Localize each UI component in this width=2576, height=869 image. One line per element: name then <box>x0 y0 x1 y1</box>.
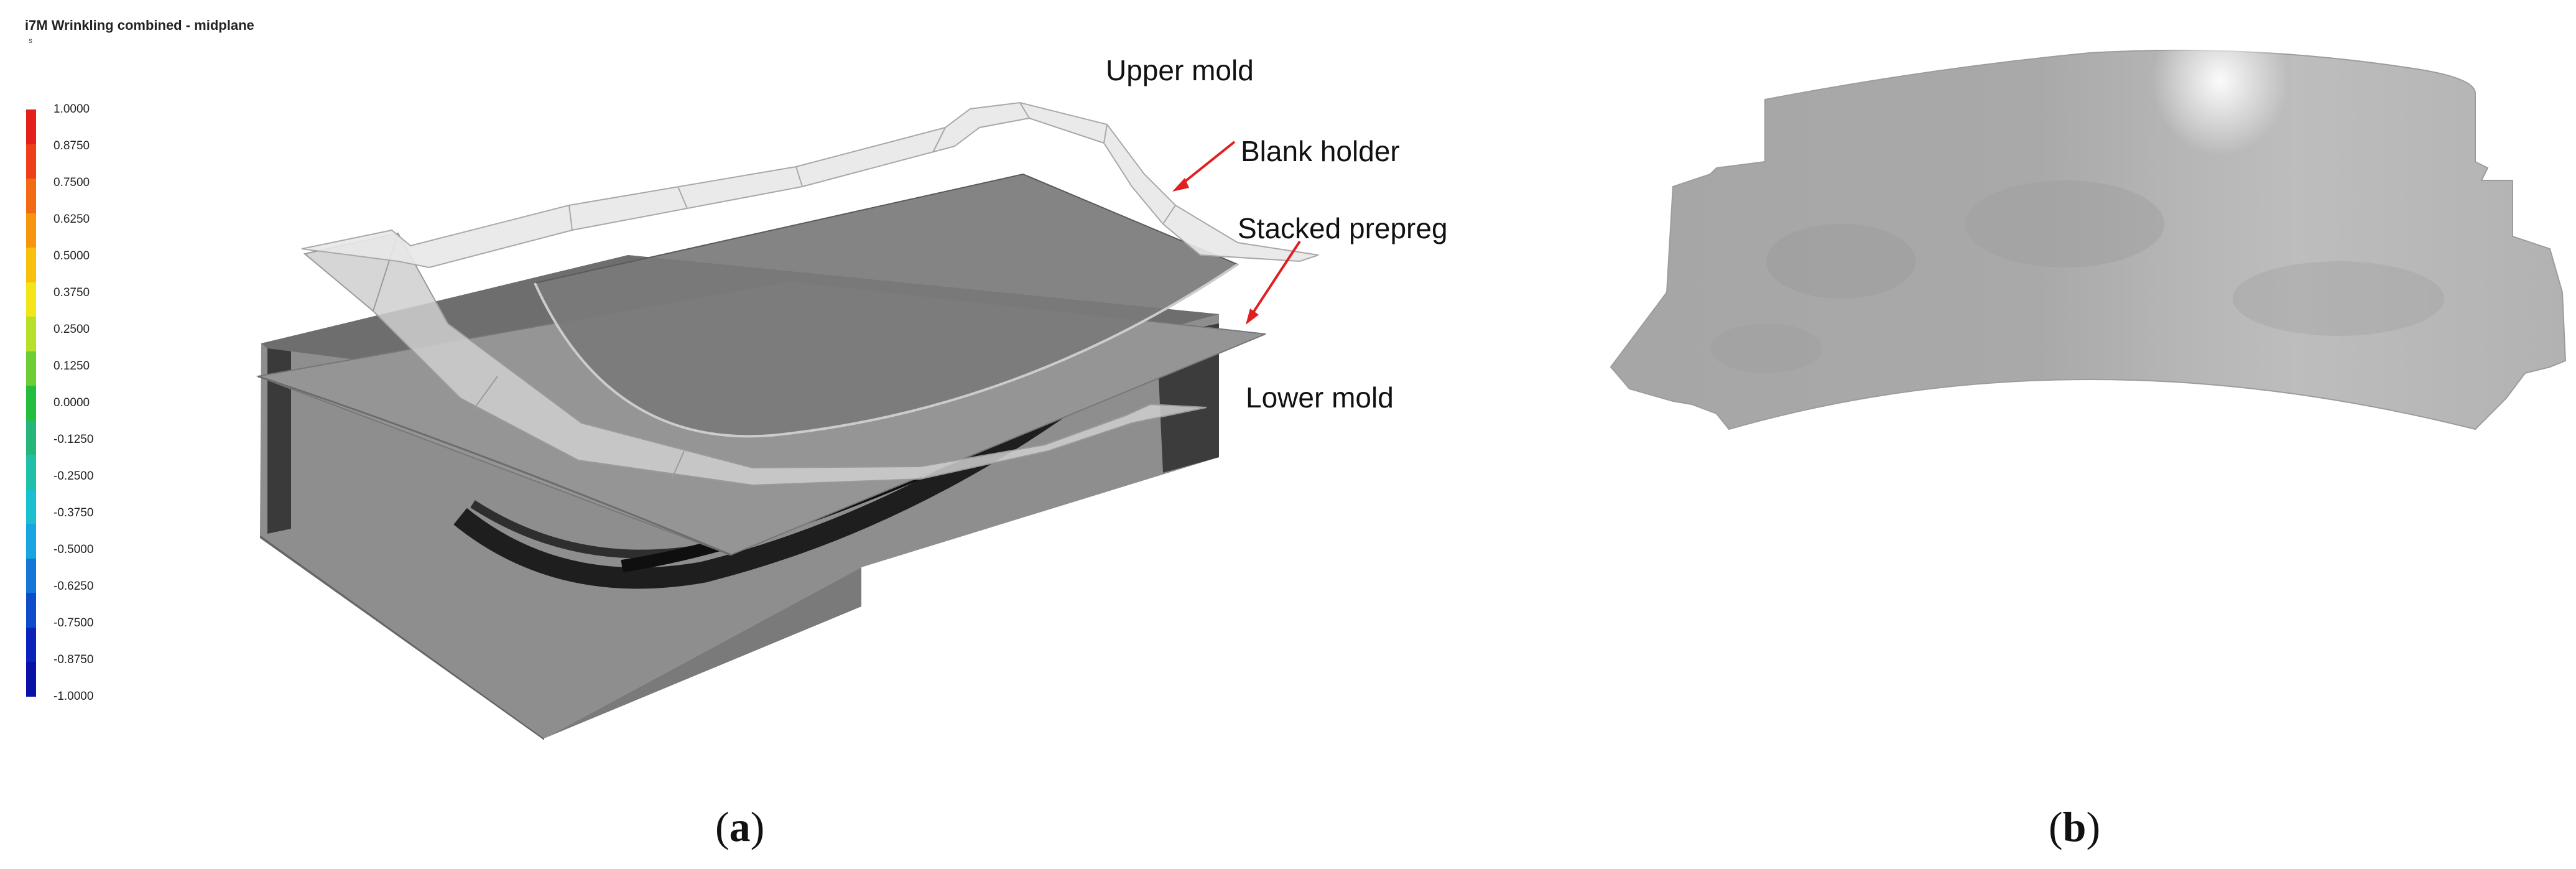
color-scale-tick-label: 0.2500 <box>53 323 90 336</box>
color-scale-segment <box>26 248 36 282</box>
color-scale-segment <box>26 420 36 455</box>
color-scale-tick-label: 0.7500 <box>53 176 90 189</box>
color-scale-tick-label: 0.6250 <box>53 213 90 226</box>
caption-b-open: ( <box>2049 803 2063 850</box>
label-stacked-prepreg: Stacked prepreg <box>1238 212 1448 244</box>
callout-arrows <box>1172 141 1301 325</box>
color-scale-segment <box>26 627 36 662</box>
legend-subtitle: s <box>29 36 32 45</box>
color-scale-tick-label: -0.7500 <box>53 616 94 630</box>
caption-a-close: ) <box>750 803 765 850</box>
label-upper-mold: Upper mold <box>1106 54 1254 86</box>
color-scale-tick-label: 0.8750 <box>53 139 90 152</box>
color-scale-segment <box>26 213 36 248</box>
formed-part-photo <box>1610 6 2567 430</box>
color-scale-segment <box>26 593 36 628</box>
color-scale-segment <box>26 351 36 386</box>
panel-a: i7M Wrinkling combined - midplane s 1.00… <box>25 17 1448 852</box>
color-scale-segment <box>26 524 36 559</box>
color-scale-segment <box>26 662 36 697</box>
color-scale-tick-label: -1.0000 <box>53 690 94 703</box>
caption-a: (a) <box>715 802 764 852</box>
color-scale-tick-label: -0.3750 <box>53 506 94 519</box>
caption-b-close: ) <box>2086 803 2101 850</box>
caption-b-letter: b <box>2062 803 2087 850</box>
color-scale-segment <box>26 144 36 179</box>
upper-mold <box>301 101 1319 438</box>
color-scale-segment <box>26 109 36 144</box>
color-scale-segment <box>26 386 36 421</box>
caption-a-open: ( <box>715 803 730 850</box>
label-lower-mold: Lower mold <box>1246 381 1394 414</box>
color-scale-tick-label: 1.0000 <box>53 103 90 116</box>
color-scale-tick-label: -0.6250 <box>53 580 94 593</box>
color-scale-tick-label: 0.3750 <box>53 286 90 299</box>
caption-a-letter: a <box>729 803 751 850</box>
color-scale-tick-label: -0.5000 <box>53 543 94 556</box>
color-scale-segment <box>26 455 36 490</box>
color-scale-tick-label: 0.1250 <box>53 360 90 373</box>
color-scale-tick-label: -0.8750 <box>53 653 94 666</box>
caption-b: (b) <box>2049 802 2100 852</box>
color-scale-segment <box>26 282 36 317</box>
color-scale-segment <box>26 558 36 593</box>
legend-title: i7M Wrinkling combined - midplane <box>25 17 254 33</box>
color-scale-tick-label: -0.1250 <box>53 433 94 446</box>
color-scale-segment <box>26 179 36 213</box>
label-blank-holder: Blank holder <box>1241 135 1400 167</box>
color-scale-tick-label: -0.2500 <box>53 470 94 483</box>
color-scale-segment <box>26 317 36 351</box>
mold-assembly-diagram <box>256 101 1319 740</box>
color-scale-tick-label: 0.0000 <box>53 396 90 409</box>
color-scale-tick-label: 0.5000 <box>53 249 90 263</box>
color-scale-segment <box>26 489 36 524</box>
panel-b: (b) <box>1530 0 2576 869</box>
color-scale-bar <box>26 109 36 697</box>
